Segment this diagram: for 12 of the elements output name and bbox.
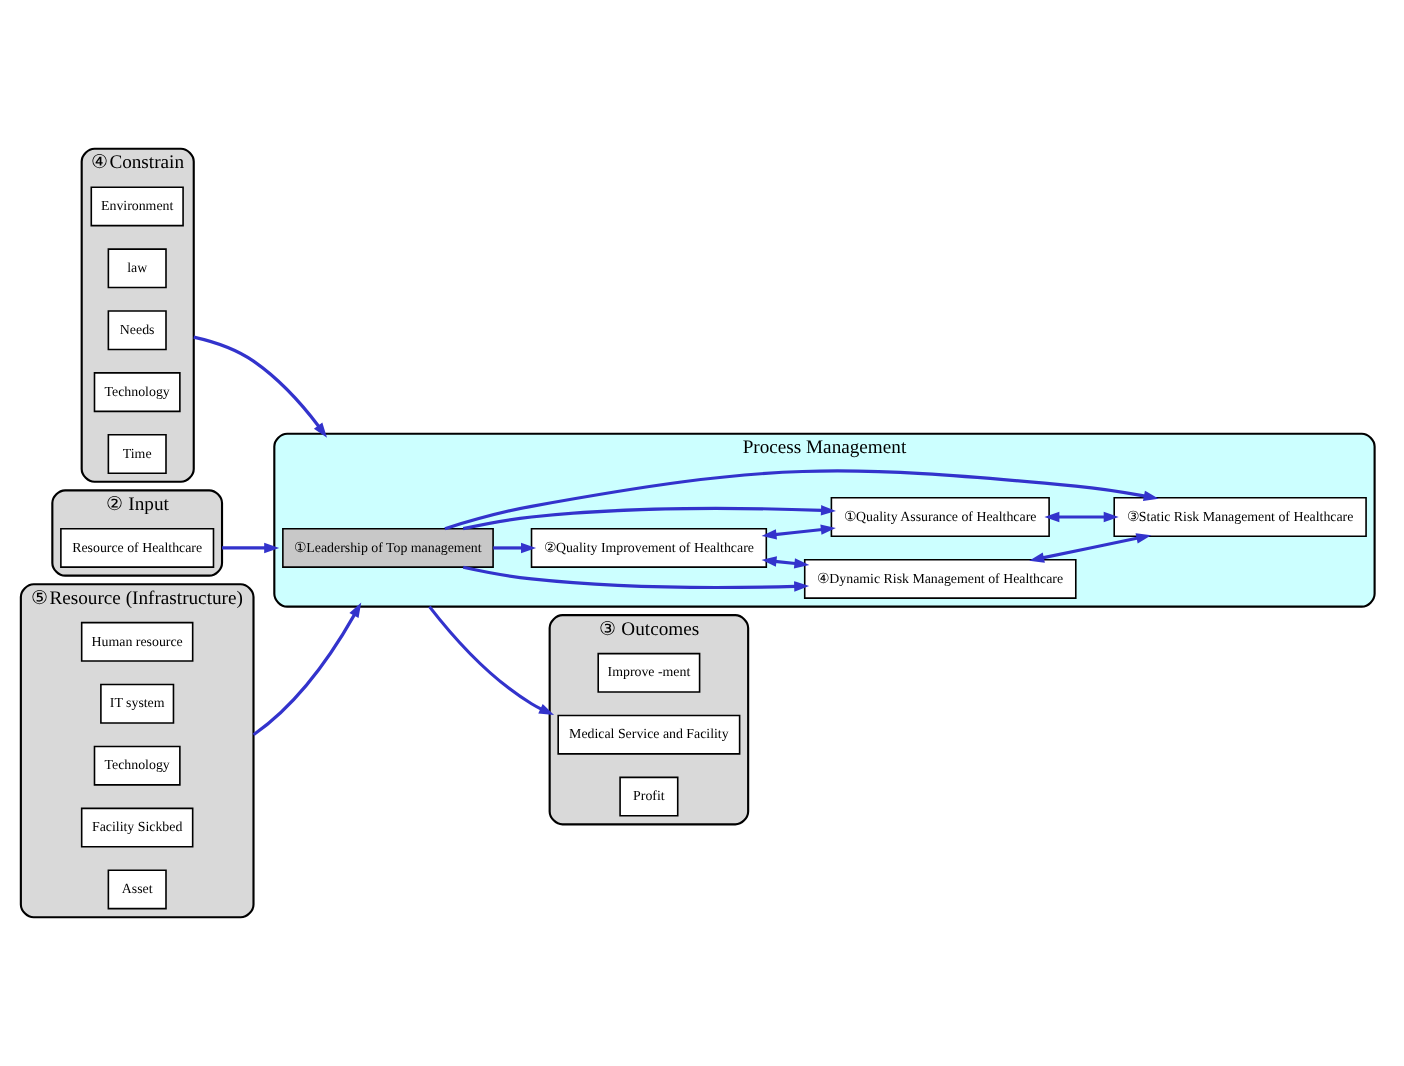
arrow bbox=[1044, 511, 1119, 523]
arrow bbox=[493, 542, 536, 554]
arrow bbox=[462, 505, 836, 531]
arrow bbox=[1029, 533, 1152, 563]
arrow bbox=[193, 335, 327, 438]
arrow bbox=[222, 542, 280, 554]
arrow bbox=[761, 524, 836, 540]
arrow bbox=[428, 605, 555, 716]
arrow bbox=[462, 565, 810, 592]
arrow bbox=[761, 556, 810, 569]
arrow bbox=[252, 602, 362, 736]
arrow bbox=[444, 469, 1159, 531]
